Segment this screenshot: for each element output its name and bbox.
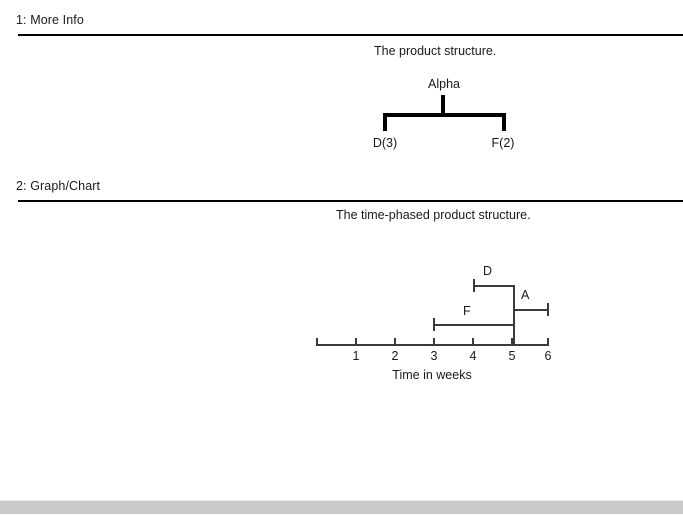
chart-bar-label-a: A <box>521 288 530 302</box>
horizontal-scrollbar-thumb[interactable] <box>0 501 683 514</box>
chart-bar-d-start-cap <box>473 279 475 292</box>
product-structure-caption: The product structure. <box>374 44 497 58</box>
chart-tick-label-6: 6 <box>544 349 552 363</box>
chart-tick-label-1: 1 <box>352 349 360 363</box>
chart-tick-5 <box>511 338 513 345</box>
tree-branch-right-line <box>502 113 506 131</box>
chart-tick-6 <box>547 338 549 345</box>
chart-bar-d <box>473 285 515 287</box>
tree-branch-left-line <box>383 113 387 131</box>
chart-x-axis <box>316 344 549 346</box>
time-phased-chart-caption: The time-phased product structure. <box>336 208 531 222</box>
chart-bar-f <box>433 324 515 326</box>
chart-tick-label-5: 5 <box>508 349 516 363</box>
chart-bar-f-start-cap <box>433 318 435 331</box>
tree-node-parent: Alpha <box>428 77 460 91</box>
chart-bar-a <box>513 309 549 311</box>
chart-tick-label-4: 4 <box>469 349 477 363</box>
horizontal-scrollbar-track[interactable] <box>0 500 683 514</box>
chart-bar-label-d: D <box>483 264 493 278</box>
section-heading-graph-chart: 2: Graph/Chart <box>16 179 101 193</box>
chart-tick-0 <box>316 338 318 345</box>
tree-bracket-line <box>383 113 506 117</box>
chart-tick-label-2: 2 <box>391 349 399 363</box>
section-divider-2 <box>18 200 683 202</box>
chart-x-axis-label: Time in weeks <box>392 368 472 382</box>
chart-tick-1 <box>355 338 357 345</box>
time-phased-chart: D A F 1 2 3 4 5 6 Time in weeks <box>316 264 552 382</box>
chart-tick-4 <box>472 338 474 345</box>
section-heading-more-info: 1: More Info <box>16 13 84 27</box>
tree-node-child-f: F(2) <box>491 136 515 150</box>
chart-bar-label-f: F <box>463 304 471 318</box>
chart-tick-label-3: 3 <box>430 349 438 363</box>
section-divider-1 <box>18 34 683 36</box>
chart-connector-line <box>513 285 515 345</box>
tree-node-child-d: D(3) <box>372 136 398 150</box>
chart-bar-a-end-cap <box>547 303 549 316</box>
chart-tick-2 <box>394 338 396 345</box>
tree-stem-line <box>441 95 445 116</box>
chart-tick-3 <box>433 338 435 345</box>
product-structure-diagram: Alpha D(3) F(2) <box>0 0 683 175</box>
